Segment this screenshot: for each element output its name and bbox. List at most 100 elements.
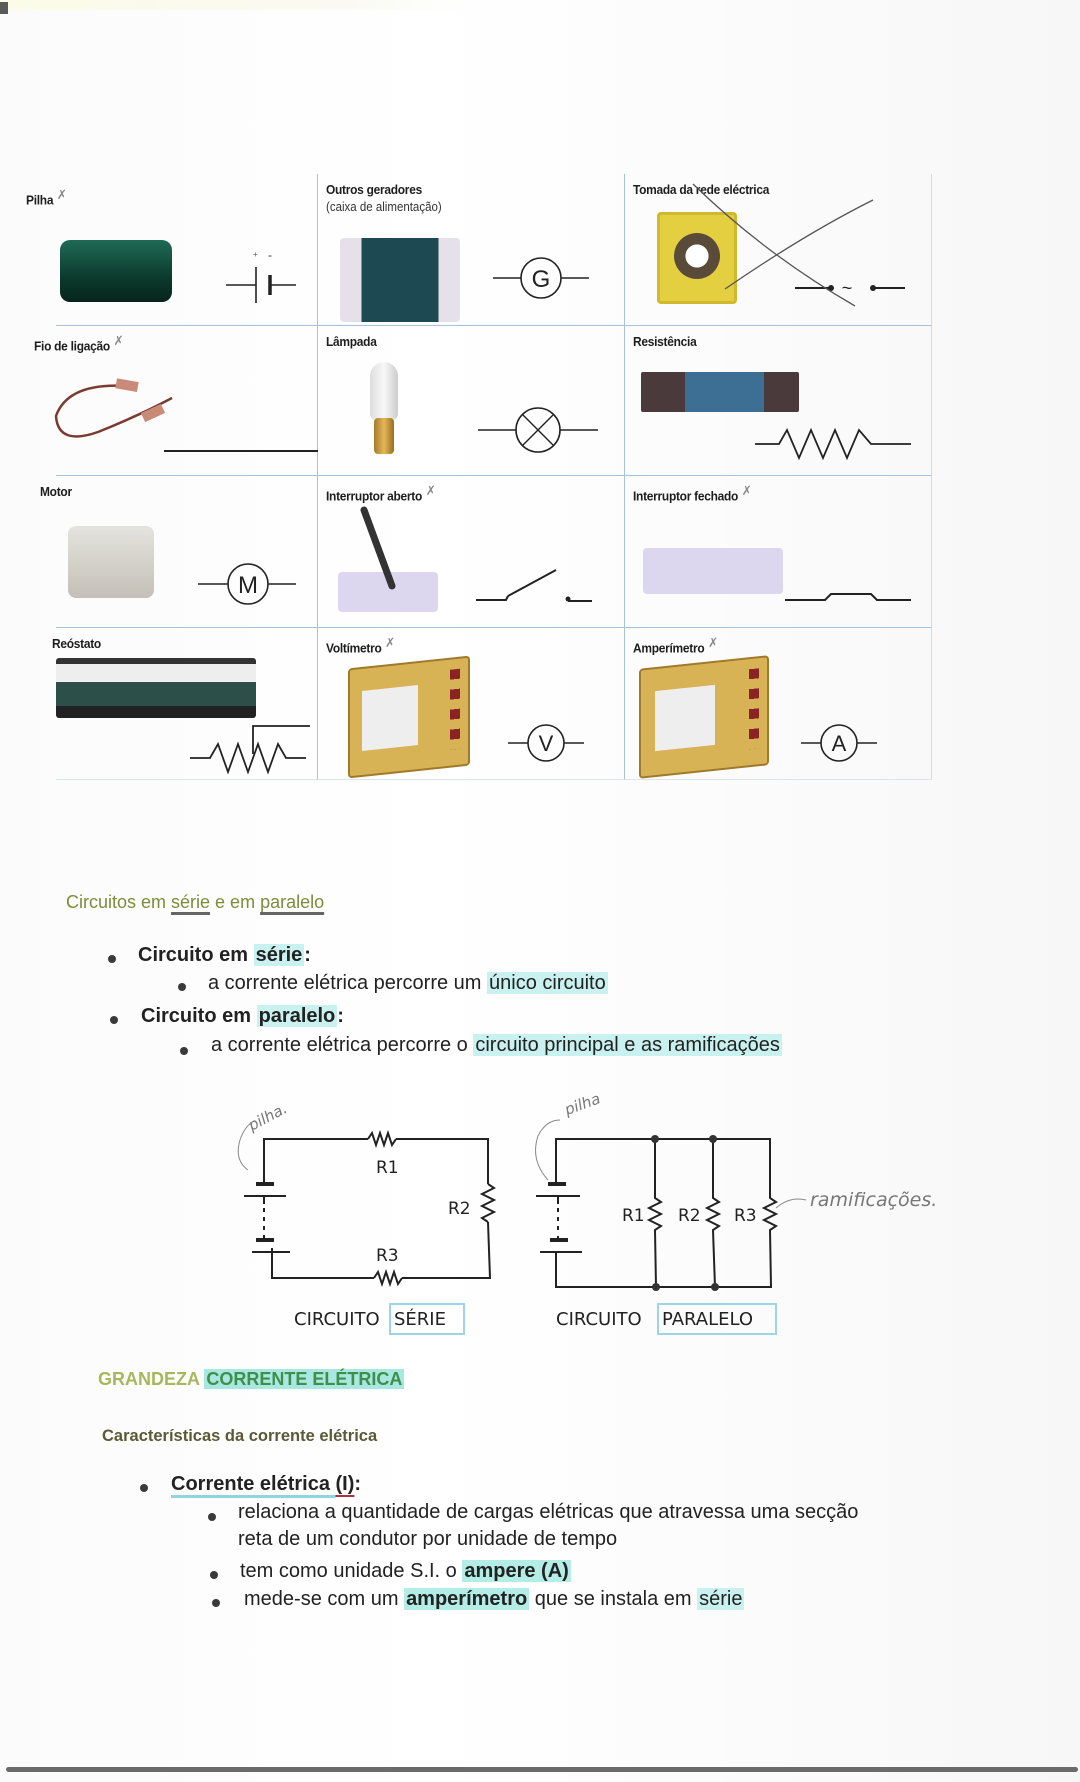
sub-bullet-measure: mede-se com um amperímetro que se instal… [244,1588,745,1610]
sub-bullet-definition: relaciona a quantidade de cargas elétric… [238,1501,859,1550]
components-table: Pilha✗ + - Outros geradores (caixa de al… [26,174,932,780]
check-mark-icon: ✗ [56,188,67,203]
bullet-dot [212,1599,220,1607]
cell-outros-geradores: Outros geradores (caixa de alimentação) … [318,174,625,326]
bullet-circuito-paralelo: Circuito em paralelo: [141,1005,344,1027]
ac-symbol-icon: ~ [795,278,905,298]
cell-label: Reóstato [52,636,101,651]
parallel-circuit-diagram: pilha R1 R2 R3 ramificações. CIRCUITO PA… [535,1089,937,1335]
svg-text:PARALELO: PARALELO [662,1309,753,1330]
subsection-title-caracteristicas: Características da corrente elétrica [102,1427,378,1445]
open-switch-symbol-icon [476,569,592,602]
resistor-photo [641,372,799,412]
bullet-dot [208,1513,216,1521]
bullet-dot [110,1016,118,1024]
cell-label: Interruptor fechado✗ [633,484,752,504]
bullet-circuito-serie: Circuito em série: [138,944,311,966]
svg-text:R3: R3 [376,1246,399,1266]
resistor-symbol-icon [755,427,911,461]
cell-label: Voltímetro✗ [326,636,395,656]
motor-symbol-icon: M [198,563,296,605]
cell-label: Resistência [633,334,697,349]
cell-label: Motor [40,484,72,499]
rheostat-photo [56,658,256,718]
cell-pilha: Pilha✗ + - [26,174,318,326]
battery-photo [60,240,172,302]
paper-corner [0,2,8,14]
power-supply-photo [340,238,460,322]
svg-text:R3: R3 [734,1206,757,1226]
check-mark-icon: ✗ [708,636,718,651]
voltmeter-symbol-icon: V [508,724,584,762]
cell-label: Amperímetro✗ [633,636,718,656]
cell-reostato: Reóstato [52,628,318,780]
lamp-photo [370,362,398,420]
closed-switch-photo [643,548,783,594]
svg-text:+: + [253,250,258,259]
sub-bullet-unit: tem como unidade S.I. o ampere (A) [240,1560,571,1582]
svg-text:M: M [238,572,258,599]
bullet-dot [108,955,116,963]
wire-photo [54,378,173,438]
bullet-dot [140,1484,148,1492]
sub-bullet-serie: a corrente elétrica percorre um único ci… [208,972,608,994]
cross-out-mark-icon [692,183,874,307]
section-title-circuits: Circuitos em série e em paralelo [66,892,325,912]
cell-interruptor-aberto: Interruptor aberto✗ [318,476,625,628]
ammeter-photo [639,655,769,779]
rheostat-symbol-icon [190,725,310,775]
cell-voltimetro: Voltímetro✗ V [318,628,625,780]
check-mark-icon: ✗ [113,334,124,349]
svg-text:R1: R1 [376,1158,399,1178]
lamp-symbol-icon [478,407,598,453]
cell-amperimetro: Amperímetro✗ A [625,628,932,780]
closed-switch-symbol-icon [785,593,911,601]
bullet-dot [210,1571,218,1579]
bullet-dot [180,1047,188,1055]
bullet-corrente-eletrica: Corrente elétrica (I): [171,1473,362,1495]
cell-tomada: Tomada da rede eléctrica ~ [625,174,932,326]
check-mark-icon: ✗ [385,636,395,651]
svg-text:R1: R1 [622,1206,645,1226]
cell-motor: Motor M [40,476,318,628]
cell-label: Fio de ligação✗ [34,334,124,354]
cell-label: Lâmpada [326,334,377,349]
svg-text:CIRCUITO: CIRCUITO [556,1309,642,1330]
voltmeter-photo [348,655,470,779]
paper-edge-top [0,0,480,10]
wire-symbol-icon [164,450,318,452]
svg-text:~: ~ [842,278,853,298]
svg-text:R2: R2 [678,1206,701,1226]
check-mark-icon: ✗ [741,484,752,499]
lamp-base [374,418,394,454]
svg-text:ramificações.: ramificações. [810,1189,937,1211]
cell-resistencia: Resistência [625,326,932,476]
cell-fio: Fio de ligação✗ [34,326,318,476]
wall-outlet-photo [657,212,737,304]
svg-text:R2: R2 [448,1199,471,1219]
cell-label: Pilha✗ [26,188,67,208]
generator-symbol-icon: G [493,257,589,299]
svg-text:A: A [832,731,847,756]
svg-text:V: V [539,731,554,756]
open-switch-lever [360,506,396,590]
svg-text:pilha.: pilha. [244,1099,290,1135]
section-title-grandeza: GRANDEZA CORRENTE ELÉTRICA [98,1369,405,1389]
svg-text:SÉRIE: SÉRIE [394,1308,446,1330]
svg-text:CIRCUITO: CIRCUITO [294,1309,380,1330]
cell-label: Tomada da rede eléctrica [633,182,770,197]
battery-symbol-icon: + - [226,248,296,303]
svg-text:G: G [532,266,551,293]
series-circuit-diagram: pilha. R1 R2 R3 CIRCUITO SÉRIE [237,1099,497,1335]
motor-photo [68,526,154,598]
ammeter-symbol-icon: A [801,724,877,762]
cell-interruptor-fechado: Interruptor fechado✗ [625,476,932,628]
paper-edge-bottom [6,1767,1078,1772]
check-mark-icon: ✗ [425,484,436,499]
cell-lampada: Lâmpada [318,326,625,476]
cell-sublabel: (caixa de alimentação) [326,200,442,214]
sub-bullet-paralelo: a corrente elétrica percorre o circuito … [211,1034,782,1056]
cell-label: Interruptor aberto✗ [326,484,436,504]
svg-text:pilha: pilha [561,1089,602,1119]
